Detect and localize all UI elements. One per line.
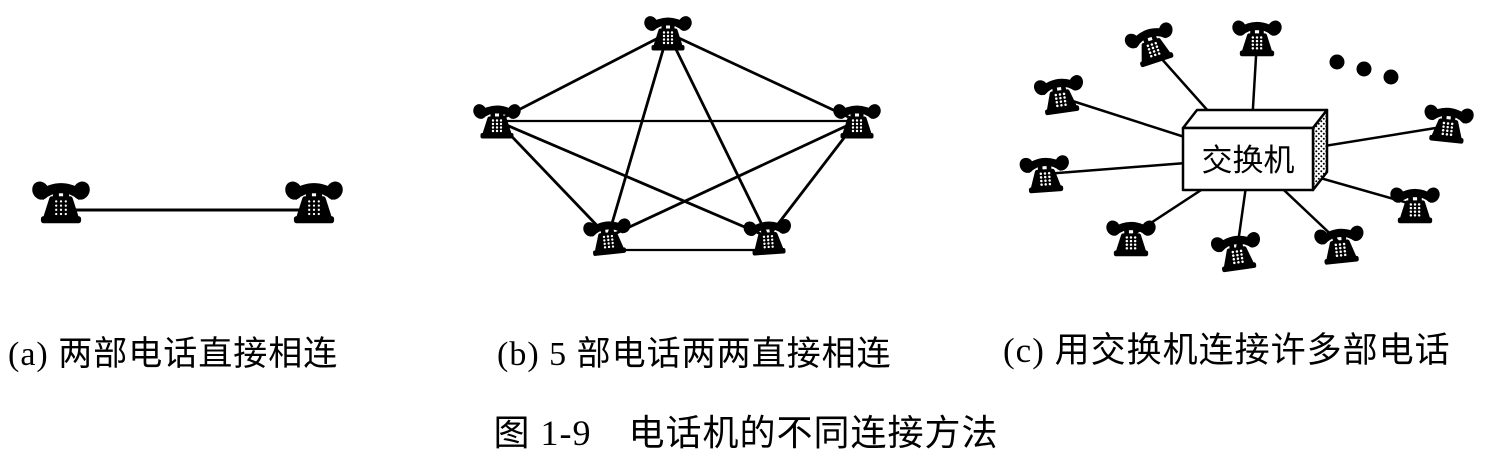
phone-icon: [1229, 18, 1285, 57]
panel-b-diagram: [470, 13, 884, 258]
ellipsis-dots-icon: [1329, 54, 1399, 85]
connection-line: [496, 31, 669, 123]
connection-line: [667, 31, 858, 123]
figure-caption: 图 1-9 电话机的不同连接方法: [493, 413, 999, 453]
switch-box-label: 交换机: [1202, 143, 1295, 178]
connection-line: [496, 119, 769, 239]
phone-icon: [1119, 17, 1184, 71]
phone-icon: [1418, 101, 1478, 145]
phone-icon: [1103, 218, 1159, 257]
panel-c-diagram: 交换机: [1016, 17, 1478, 274]
connection-line: [666, 32, 770, 238]
switch-box-top-face: [1181, 108, 1329, 130]
phone-icon: [29, 178, 93, 224]
phone-icon: [1310, 222, 1370, 266]
connection-line: [766, 120, 859, 238]
phone-icon: [282, 178, 346, 224]
connection-line: [606, 32, 670, 238]
phone-icon: [1207, 228, 1267, 274]
panel-a-diagram: [29, 178, 346, 224]
panel-c-label: (c) 用交换机连接许多部电话: [1003, 331, 1451, 370]
phone-icon: [641, 13, 695, 51]
switch-box-front-face: [1181, 126, 1315, 192]
switch-box: 交换机: [1181, 108, 1329, 192]
panel-b-label: (b) 5 部电话两两直接相连: [497, 336, 892, 373]
connection-line: [495, 120, 610, 238]
connection-line: [607, 119, 858, 239]
phone-icon: [1387, 185, 1443, 224]
phone-icon: [1030, 71, 1090, 117]
panel-a-label: (a) 两部电话直接相连: [8, 336, 339, 373]
